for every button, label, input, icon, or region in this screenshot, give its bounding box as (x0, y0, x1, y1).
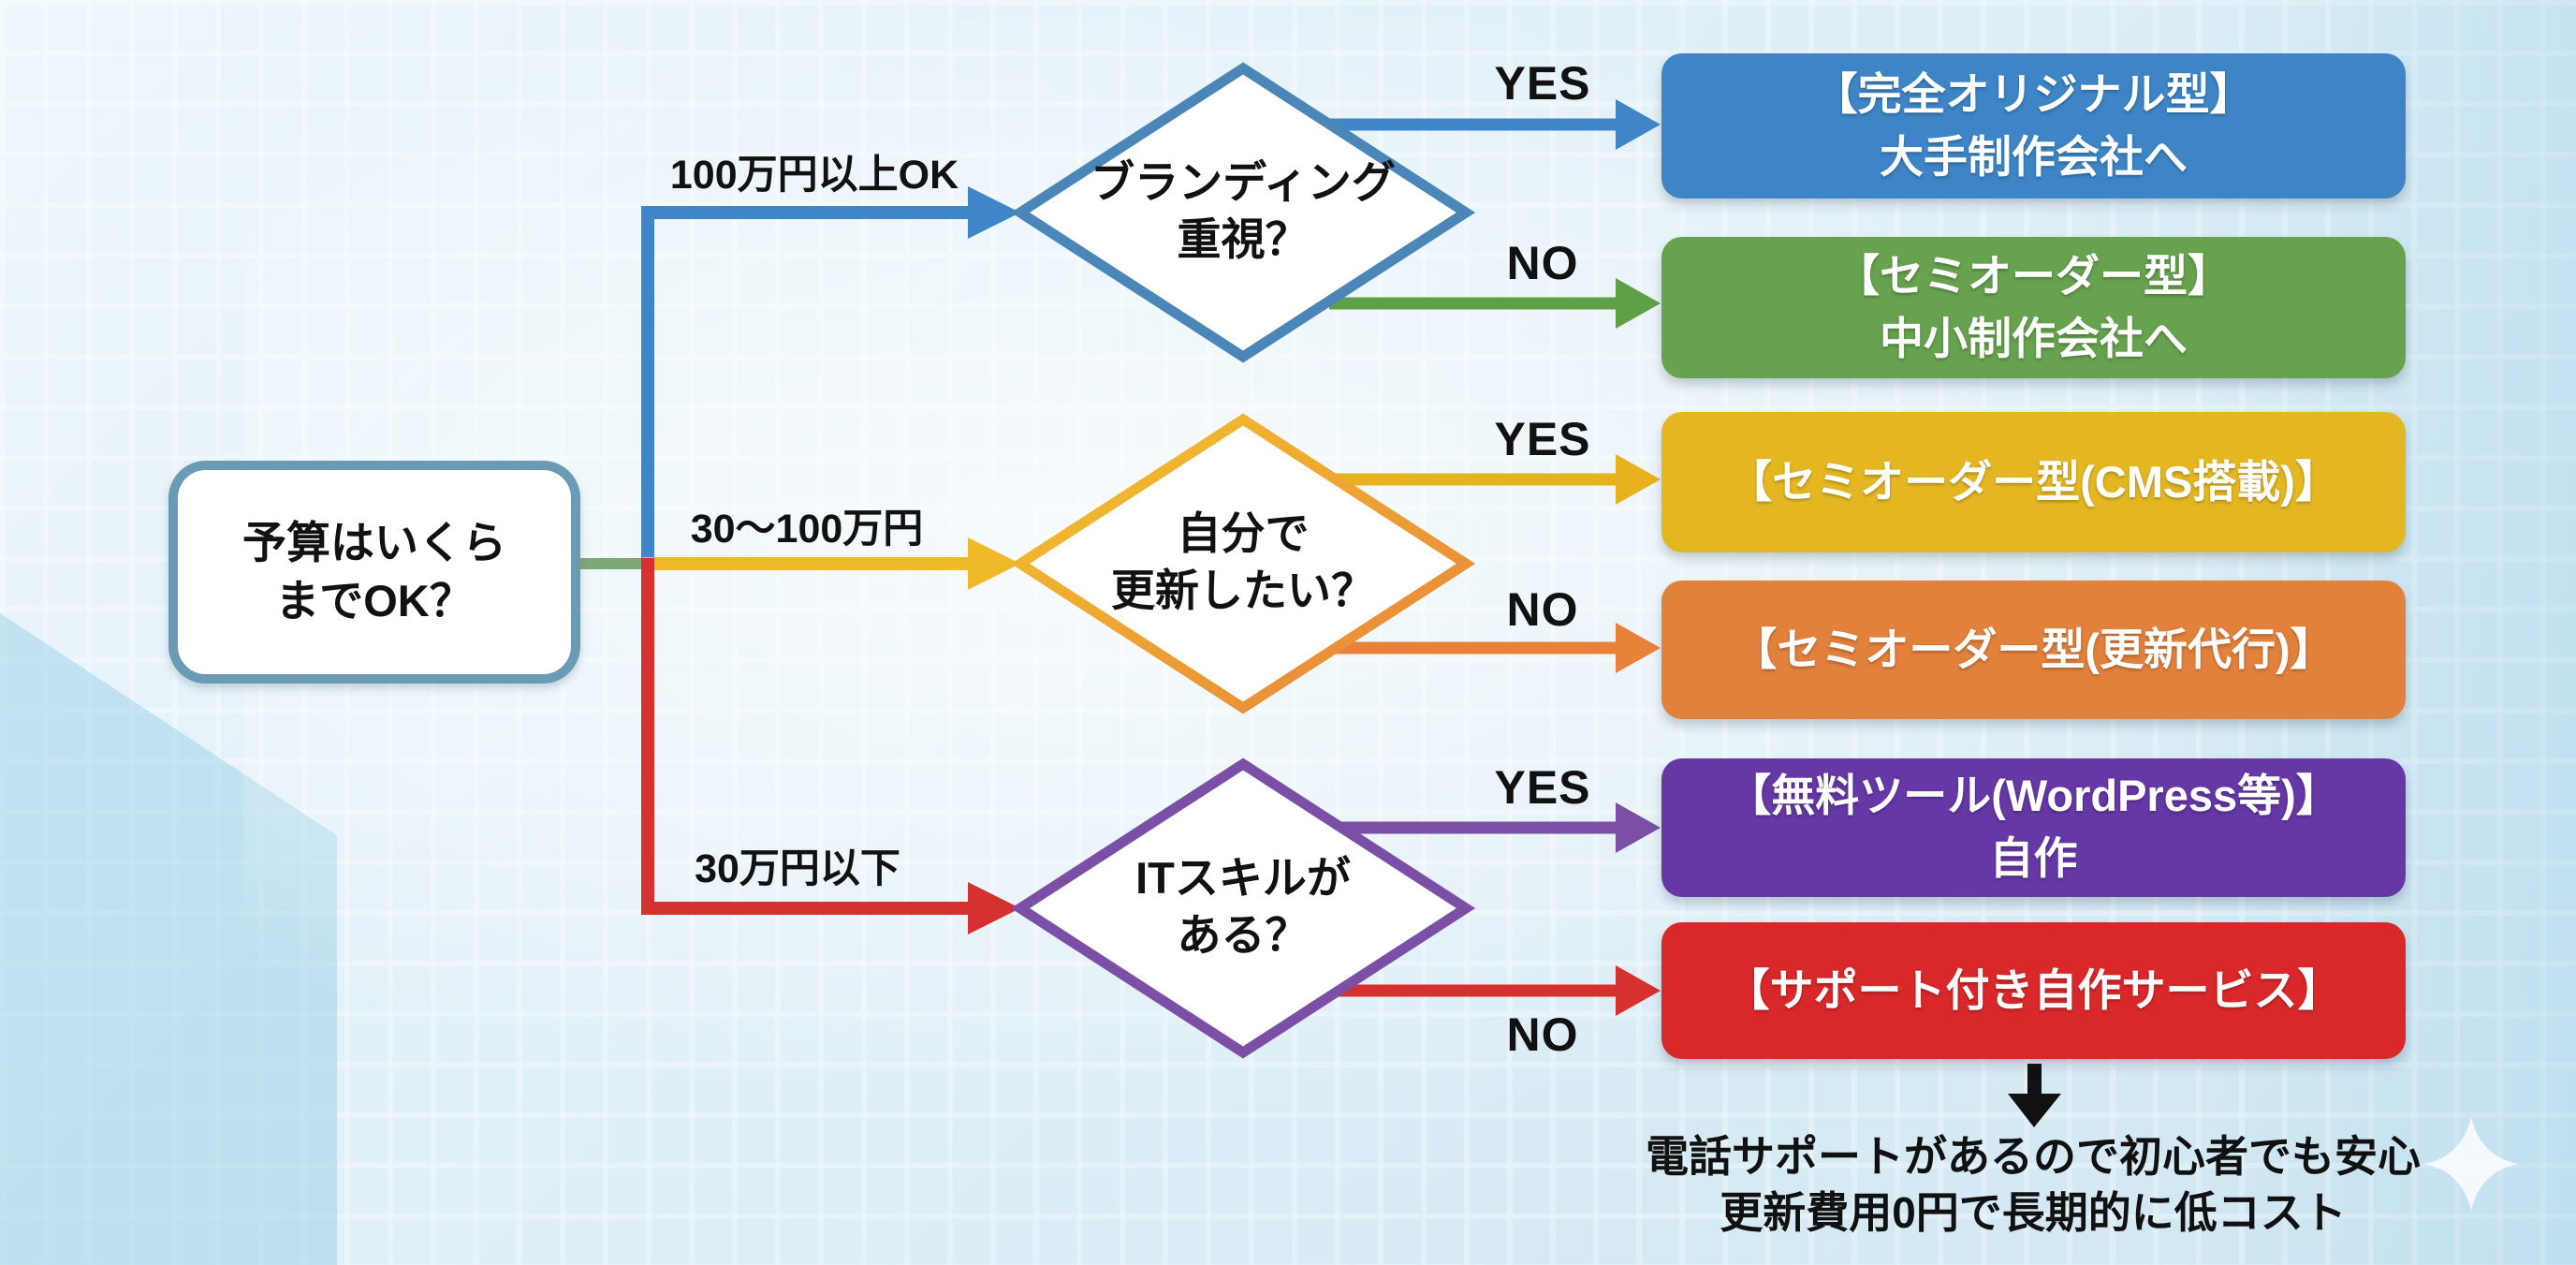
arrowhead-itskill-no (1616, 965, 1661, 1016)
arrowhead-branch-bottom (968, 882, 1020, 934)
diamond-it-skill-line2: ある？ (1177, 910, 1310, 961)
diamond-branding-line2: 重視？ (1177, 214, 1310, 265)
arrowhead-branch-middle (968, 537, 1020, 590)
result-box-supported-diy-service: 【サポート付き自作サービス】 (1661, 922, 2406, 1059)
result-box-free-tool-diy: 【無料ツール(WordPress等)】 自作 (1661, 758, 2406, 897)
no-label-branding: NO (1506, 237, 1579, 289)
result-line: 【セミオーダー型】 (1836, 250, 2232, 301)
result-box-semi-order-proxy-update: 【セミオーダー型(更新代行)】 (1661, 581, 2406, 719)
connector-branch-bottom (641, 558, 970, 915)
no-label-itskill: NO (1506, 1008, 1579, 1061)
branch-label-30-100: 30〜100万円 (690, 507, 924, 552)
result-line: 【無料ツール(WordPress等)】 (1727, 771, 2340, 821)
note-arrow-shaft (2027, 1064, 2042, 1096)
result-box-semi-order-cms: 【セミオーダー型(CMS搭載)】 (1661, 412, 2406, 552)
start-box-line1: 予算はいくら (242, 517, 506, 567)
result-box-semi-order-sm-company: 【セミオーダー型】 中小制作会社へ (1661, 237, 2406, 378)
arrowhead-update-no (1616, 623, 1661, 673)
branch-label-under-30: 30万円以下 (695, 846, 900, 891)
diamond-it-skill-label: ITスキルが ある？ (1018, 849, 1468, 963)
arrowhead-branding-yes (1616, 99, 1661, 150)
yes-label-itskill: YES (1494, 761, 1591, 814)
diamond-branding-line1: ブランディング (1090, 157, 1396, 207)
down-arrow-icon (2008, 1094, 2061, 1127)
diamond-it-skill-line1: ITスキルが (1135, 853, 1351, 903)
result-line: 【完全オリジナル型】 (1813, 68, 2254, 119)
result-line: 中小制作会社へ (1880, 313, 2188, 363)
result-line: 自作 (1989, 833, 2078, 883)
diamond-self-update-line2: 更新したい？ (1111, 566, 1375, 616)
branch-label-over-100: 100万円以上OK (669, 153, 959, 198)
diamond-branding (1010, 62, 1476, 363)
diamond-it-skill (1010, 758, 1476, 1059)
start-box: 予算はいくら までOK？ (168, 461, 580, 684)
yes-label-update: YES (1494, 413, 1591, 465)
arrowhead-branding-no (1616, 278, 1661, 329)
diamond-self-update-line1: 自分で (1177, 508, 1310, 558)
diamond-branding-label: ブランディング 重視？ (1018, 154, 1468, 268)
connector-branch-top (641, 206, 970, 569)
note-line1: 電話サポートがあるので初心者でも安心 (1646, 1132, 2421, 1181)
result-box-full-original: 【完全オリジナル型】 大手制作会社へ (1661, 53, 2406, 199)
arrowhead-itskill-yes (1616, 802, 1661, 853)
arrowhead-branch-top (968, 186, 1020, 239)
diamond-self-update (1010, 413, 1476, 714)
arrowhead-update-yes (1616, 454, 1661, 505)
start-box-line2: までOK？ (275, 576, 474, 625)
result-line: 大手制作会社へ (1880, 131, 2188, 182)
note-text: 電話サポートがあるので初心者でも安心 更新費用0円で長期的に低コスト (1603, 1129, 2464, 1242)
result-line: 【セミオーダー型(CMS搭載)】 (1728, 456, 2339, 507)
result-line: 【サポート付き自作サービス】 (1725, 964, 2342, 1015)
yes-label-branding: YES (1494, 57, 1591, 110)
sparkle-icon (2424, 1117, 2518, 1211)
note-line2: 更新費用0円で長期的に低コスト (1720, 1187, 2347, 1237)
result-line: 【セミオーダー型(更新代行)】 (1733, 624, 2334, 674)
no-label-update: NO (1506, 583, 1579, 636)
diamond-self-update-label: 自分で 更新したい？ (1018, 505, 1468, 619)
